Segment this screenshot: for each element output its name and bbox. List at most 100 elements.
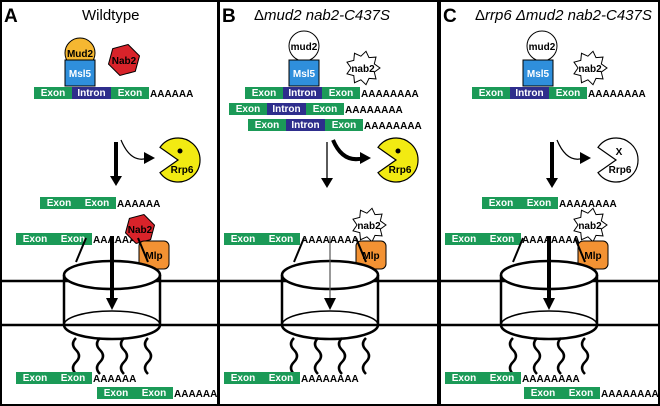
intron-label: Intron bbox=[288, 88, 316, 99]
exon-2-label: Exon bbox=[332, 120, 356, 131]
exon-2-label: Exon bbox=[269, 373, 293, 384]
nab2: nab2 bbox=[573, 50, 608, 86]
exon-2-box bbox=[325, 119, 363, 131]
exon-2-label: Exon bbox=[527, 198, 551, 209]
nab2-label: nab2 bbox=[578, 221, 602, 232]
exon-2-label: Exon bbox=[329, 88, 353, 99]
exon-2-label: Exon bbox=[490, 234, 514, 245]
pore-bottom-front bbox=[280, 324, 380, 341]
polya-tail: AAAAAAAA bbox=[588, 89, 646, 100]
nab2-label: Nab2 bbox=[112, 56, 137, 67]
exon-2: Exon bbox=[483, 233, 521, 245]
exon-1-label: Exon bbox=[479, 88, 503, 99]
exon-2-box bbox=[54, 372, 92, 384]
cytoplasmic-filament-1 bbox=[289, 337, 299, 375]
basket-right bbox=[574, 237, 586, 263]
mlp: Mlp bbox=[355, 240, 387, 270]
intron: Intron bbox=[286, 119, 325, 131]
cytoplasmic-filament-4 bbox=[580, 337, 590, 375]
mud2: mud2 bbox=[526, 30, 558, 62]
exon-2: Exon bbox=[520, 197, 558, 209]
cytoplasmic-filament-4 bbox=[361, 337, 371, 375]
exon-1: Exon bbox=[482, 197, 520, 209]
panel-title-text: Δmud2 nab2-C437S bbox=[254, 7, 390, 24]
panel-title-text: Wildtype bbox=[82, 7, 140, 24]
msl5-box-icon bbox=[288, 59, 320, 87]
msl5-label: Msl5 bbox=[293, 69, 316, 80]
intron-box bbox=[267, 103, 306, 115]
exon-1-label: Exon bbox=[452, 234, 476, 245]
msl5: Msl5 bbox=[64, 59, 96, 87]
exon-1: Exon bbox=[224, 372, 262, 384]
basket-right bbox=[137, 237, 149, 263]
exon-1-label: Exon bbox=[41, 88, 65, 99]
pore-bottom-front bbox=[499, 324, 599, 341]
exon-1-box bbox=[16, 372, 54, 384]
intron-box bbox=[283, 87, 322, 99]
cytoplasmic-filament-4 bbox=[143, 337, 153, 375]
nab2-hexagon-icon bbox=[107, 43, 141, 77]
exon-1-label: Exon bbox=[104, 388, 128, 399]
exon-1: Exon bbox=[40, 197, 78, 209]
exon-1-box bbox=[248, 119, 286, 131]
polya-tail: AAAAAAAA bbox=[301, 374, 359, 385]
exon-1: Exon bbox=[16, 372, 54, 384]
export-arrow-head bbox=[324, 298, 336, 310]
intron-box bbox=[72, 87, 111, 99]
rrp6: Rrp6 bbox=[377, 137, 419, 183]
export-arrow-head bbox=[543, 298, 555, 310]
polya-tail: AAAAAA bbox=[93, 374, 136, 385]
intron: Intron bbox=[510, 87, 549, 99]
exon-1: Exon bbox=[229, 103, 267, 115]
mud2-label: mud2 bbox=[291, 42, 318, 53]
msl5-box-icon bbox=[64, 59, 96, 87]
panel-title: A Wildtype bbox=[4, 6, 140, 27]
polya-tail: AAAAAAAA bbox=[345, 105, 403, 116]
nab2-bound: nab2 bbox=[352, 207, 387, 243]
pore-bottom-back bbox=[63, 310, 161, 326]
panel-letter: A bbox=[4, 6, 18, 27]
decay-arrow-curve bbox=[120, 139, 149, 160]
arrow-head bbox=[321, 178, 333, 188]
exon-1-label: Exon bbox=[23, 373, 47, 384]
intron-label: Intron bbox=[272, 104, 300, 115]
exon-2-label: Exon bbox=[269, 234, 293, 245]
mlp: Mlp bbox=[138, 240, 170, 270]
intron-label: Intron bbox=[77, 88, 105, 99]
exon-1-box bbox=[524, 387, 562, 399]
arrow-head bbox=[546, 178, 558, 188]
nab2-star-icon bbox=[346, 50, 381, 86]
cytoplasmic-filament-2 bbox=[532, 337, 542, 375]
exon-2: Exon bbox=[562, 387, 600, 399]
msl5-box-icon bbox=[522, 59, 554, 87]
exon-2-label: Exon bbox=[490, 373, 514, 384]
exon-1: Exon bbox=[472, 87, 510, 99]
cytoplasmic-filament-1 bbox=[71, 337, 81, 375]
mud2-label: Mud2 bbox=[67, 49, 94, 60]
intron-label: Intron bbox=[515, 88, 543, 99]
exon-1-label: Exon bbox=[489, 198, 513, 209]
exon-2-box bbox=[322, 87, 360, 99]
rrp6-pacman-icon bbox=[377, 137, 419, 183]
exon-1: Exon bbox=[245, 87, 283, 99]
cyto-mrna-1: Exon Exon AAAAAAAA bbox=[224, 372, 359, 385]
title-italic: mud2 nab2-C437S bbox=[264, 7, 390, 24]
exon-1-box bbox=[445, 372, 483, 384]
exon-1-box bbox=[472, 87, 510, 99]
exon-1-label: Exon bbox=[23, 234, 47, 245]
exon-1-box bbox=[16, 233, 54, 245]
title-plain: Δ bbox=[254, 7, 264, 24]
exon-2: Exon bbox=[135, 387, 173, 399]
exon-2-box bbox=[135, 387, 173, 399]
exon-2: Exon bbox=[262, 372, 300, 384]
decay-arrow bbox=[556, 139, 591, 164]
